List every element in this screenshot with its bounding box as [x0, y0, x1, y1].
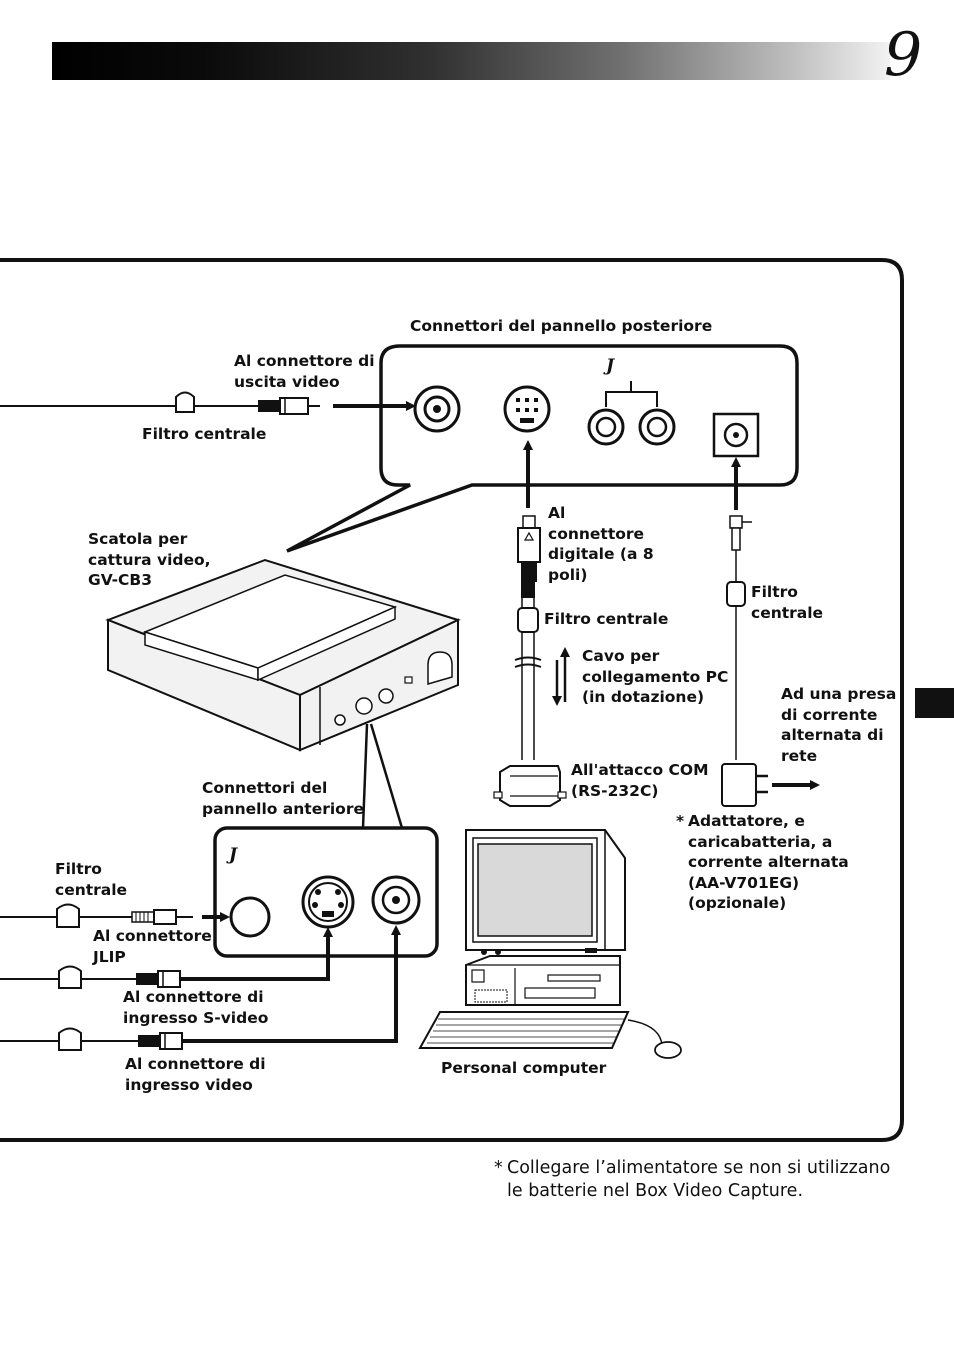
diagram-frame [0, 258, 904, 1142]
footnote-star: * [494, 1158, 503, 1178]
rear-panel-callout [286, 344, 799, 553]
jlip-jacks-icon [587, 381, 676, 446]
video-in-jack-icon [371, 875, 421, 925]
8-pin-digital-connector-icon [503, 385, 551, 433]
com-port-label: All'attacco COM (RS-232C) [571, 761, 709, 800]
jlip-cable [0, 903, 230, 928]
section-tab-marker [915, 688, 954, 718]
ac-adapter-cable [721, 457, 820, 807]
s-video-jack-icon [301, 875, 355, 929]
jlip-logo-rear: J [606, 356, 615, 376]
ac-outlet-label: Ad una presa di corrente alternata di re… [781, 685, 897, 765]
video-in-cable [0, 925, 401, 1051]
filter-mid-label: Filtro centrale [544, 610, 669, 628]
video-out-jack-icon [413, 385, 461, 433]
capture-box-label: Scatola per cattura video, GV-CB3 [88, 530, 211, 589]
adapter-label: Adattatore, e caricabatteria, a corrente… [688, 812, 849, 912]
front-panel-title: Connettori del pannello anteriore [202, 779, 364, 818]
filter-left-label: Filtro centrale [55, 860, 128, 899]
page-number: 9 [884, 20, 923, 90]
s-video-in-label: Al connettore di ingresso S-video [123, 988, 269, 1027]
footnote-text: Collegare l’alimentatore se non si utili… [507, 1158, 891, 1201]
rear-panel-title: Connettori del pannello posteriore [410, 317, 713, 335]
adapter-star: * [676, 812, 685, 830]
pc-cable-label: Cavo per collegamento PC (in dotazione) [582, 647, 729, 706]
dc-in-jack-icon [712, 412, 760, 458]
header-gradient-bar [52, 42, 890, 80]
jlip-logo-front: J [229, 845, 238, 865]
personal-computer-illustration [418, 829, 682, 1059]
jlip-front-jack-icon [229, 896, 271, 938]
video-in-label: Al connettore di ingresso video [125, 1055, 266, 1094]
s-video-cable [0, 927, 333, 989]
front-panel-callout [213, 826, 439, 958]
filter-right-label: Filtro centrale [751, 583, 824, 622]
jlip-label: Al connettore JLIP [93, 927, 212, 966]
video-out-label: Al connettore di uscita video [234, 352, 375, 391]
digital-connector-label: Al connettore digitale (a 8 poli) [548, 504, 654, 584]
pc-serial-cable [493, 440, 570, 807]
filter-top-label: Filtro centrale [142, 425, 267, 443]
personal-computer-label: Personal computer [441, 1059, 607, 1077]
video-out-cable [0, 391, 416, 415]
video-capture-box-illustration [105, 558, 461, 752]
